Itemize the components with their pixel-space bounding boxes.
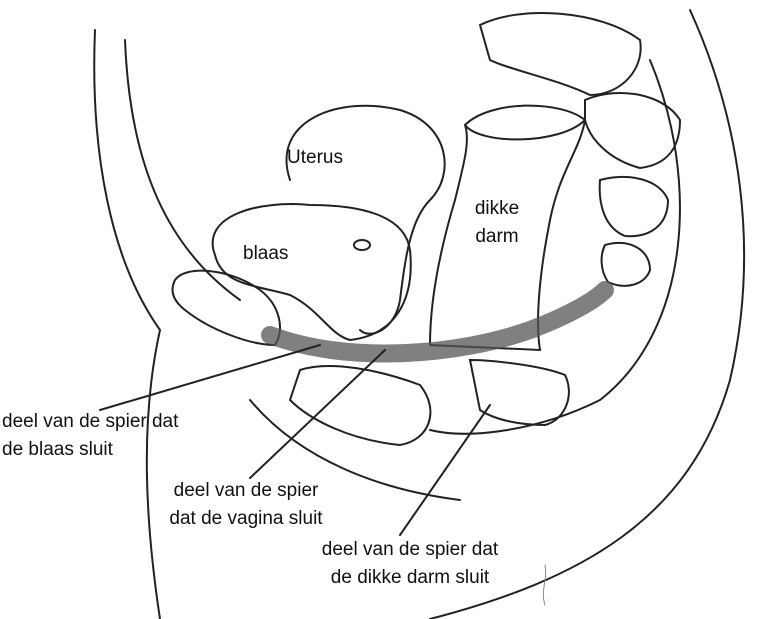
pelvic-floor-muscle <box>261 281 614 363</box>
colon-outline <box>428 104 587 352</box>
body-outline-front <box>93 29 162 619</box>
colon-label-line1: dikke <box>474 198 520 219</box>
bladder-outline <box>211 203 412 342</box>
vertebra <box>600 242 652 287</box>
bladder-muscle-label: deel van de spier dat de blaas sluit <box>2 408 178 464</box>
vertebra <box>584 92 682 170</box>
uterus-outline <box>285 104 446 335</box>
colon-label: dikke darm <box>462 195 532 251</box>
colon-muscle-line2: de dikke darm sluit <box>330 567 490 588</box>
ureter-opening <box>353 239 371 251</box>
pointer-vagina-muscle <box>249 349 386 479</box>
bladder-muscle-line2: de blaas sluit <box>2 439 113 460</box>
vagina-muscle-line1: deel van de spier <box>173 480 319 501</box>
bladder-muscle-line1: deel van de spier dat <box>2 411 179 432</box>
bladder-label: blaas <box>243 243 289 264</box>
colon-muscle-label: deel van de spier dat de dikke darm slui… <box>300 536 520 592</box>
back-inner <box>429 59 681 435</box>
colon-rim <box>464 119 586 141</box>
pointer-colon-muscle <box>399 404 491 536</box>
anal-canal <box>468 358 570 427</box>
pointer-bladder-muscle <box>99 344 321 411</box>
artist-signature <box>542 564 547 606</box>
perineum <box>288 365 432 447</box>
vagina-muscle-label: deel van de spier dat de vagina sluit <box>146 477 346 533</box>
colon-label-line2: darm <box>475 226 519 247</box>
body-outline-inner <box>124 39 241 301</box>
vertebra <box>478 12 642 97</box>
colon-muscle-line1: deel van de spier dat <box>321 539 499 560</box>
uterus-label: Uterus <box>287 147 343 168</box>
body-outline-back <box>429 9 746 619</box>
vagina-muscle-line2: dat de vagina sluit <box>169 508 323 529</box>
vertebra <box>598 176 670 238</box>
leg-outline <box>249 399 461 501</box>
